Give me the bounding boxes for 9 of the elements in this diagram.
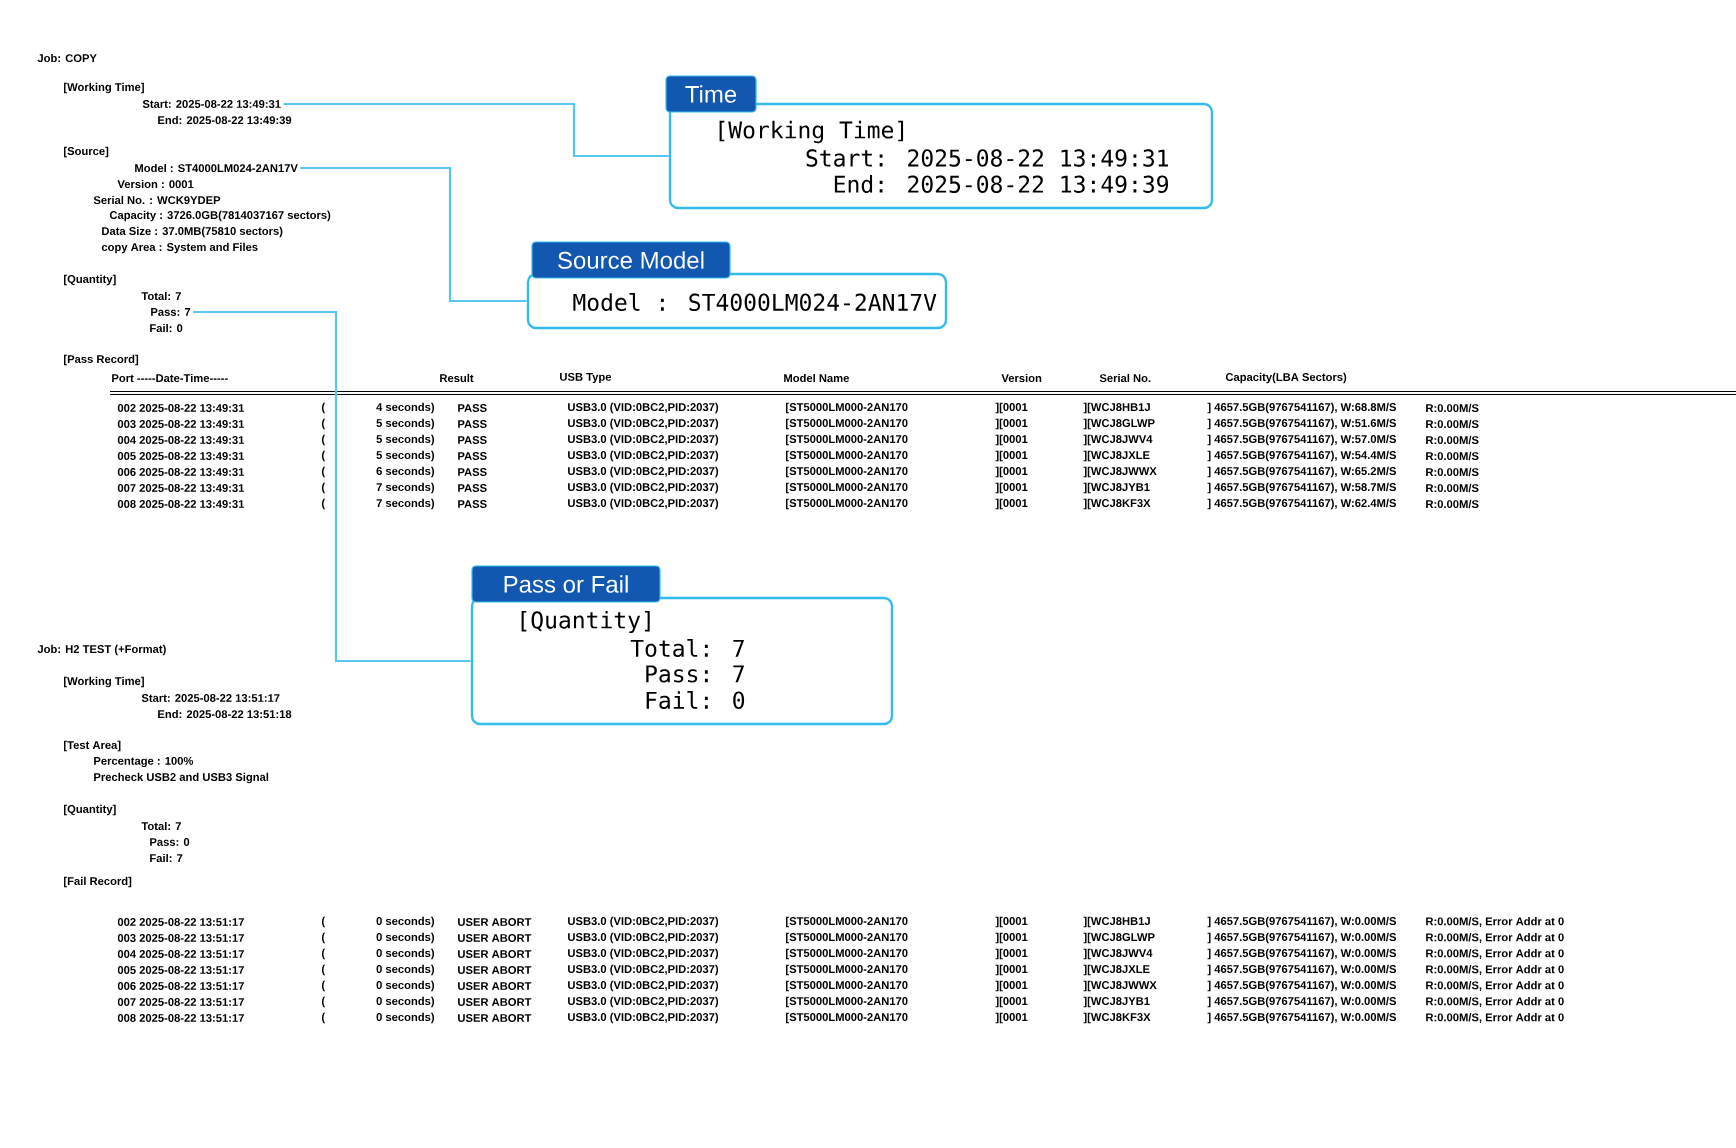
leader-line: [193, 310, 471, 663]
callout-box: Pass or Fail [Quantity] Total: 7 Pass: 7 Fail: 0: [470, 565, 894, 726]
leader-line: [300, 166, 527, 303]
node-label: Pass or Fail: [504, 575, 628, 593]
callout-box: Source Model Model : ST4000LM024-2AN17V: [526, 241, 948, 330]
leader-line: [283, 102, 669, 158]
callout-box: Time [Working Time] Start: 2025-08-22 13:49:31 End: 2025-08-22 13:49:39: [665, 75, 1214, 210]
node-label: Source Model: [558, 251, 704, 269]
node-label: Time: [685, 85, 737, 103]
